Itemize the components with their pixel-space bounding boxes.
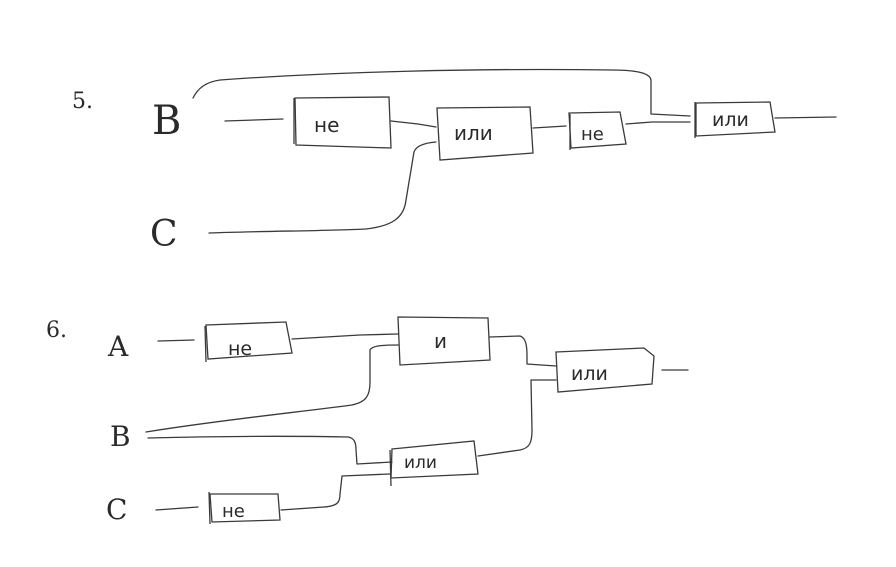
diagram-5-wire-or-to-not	[532, 125, 567, 129]
diagram-5-wire-not-to-or2	[625, 121, 691, 125]
diagram-5-wire-b-feedback	[192, 68, 691, 117]
diagram-6-input-c-label: C	[106, 493, 127, 526]
diagram-6-wire-b-to-and	[145, 344, 399, 433]
diagram-6-gate-and-label: и	[434, 329, 447, 353]
diagram-6-gate-and: и	[397, 316, 491, 366]
diagram-5-input-c-label: C	[150, 214, 178, 255]
diagram-5-wire-output	[774, 116, 837, 119]
diagram-6-wire-b-to-or-mid	[147, 435, 393, 465]
diagram-5-wire-c-to-or	[208, 141, 437, 234]
diagram-6: 6. A B C не и или или	[46, 316, 689, 526]
diagram-5-input-b-label: B	[152, 98, 181, 144]
diagram-6-wire-c-to-not	[155, 506, 199, 511]
diagram-6-gate-or-mid-label: или	[404, 453, 437, 473]
diagram-5-gate-or-2: или	[694, 101, 776, 138]
diagram-5-gate-or-1: или	[436, 106, 534, 161]
diagram-5-wire-b-to-not	[224, 118, 284, 122]
diagram-6-gate-not-a: не	[204, 321, 293, 363]
diagram-6-gate-not-c: не	[208, 491, 281, 525]
diagram-6-wire-and-to-or-top	[489, 335, 557, 367]
diagram-5-gate-not-1: не	[293, 96, 392, 149]
diagram-5-gate-or-1-label: или	[454, 121, 493, 145]
diagram-5: 5. B C не или не или	[72, 68, 837, 255]
diagram-6-input-a-label: A	[107, 330, 129, 363]
diagram-6-gate-not-c-label: не	[222, 501, 245, 522]
diagram-6-wire-not-c-to-or-mid	[280, 473, 391, 511]
diagram-6-number: 6.	[46, 318, 67, 343]
diagram-6-gate-or-top-label: или	[571, 363, 608, 385]
diagram-6-gate-or-top: или	[555, 347, 655, 393]
diagram-6-gate-not-a-label: не	[228, 338, 252, 360]
diagram-6-gate-or-mid: или	[389, 440, 479, 487]
diagram-5-gate-not-2-label: не	[581, 124, 604, 145]
diagram-6-wire-not-to-and	[291, 333, 399, 340]
diagram-5-wire-not-to-or	[390, 120, 437, 128]
diagram-5-gate-not-1-label: не	[314, 113, 339, 137]
diagram-5-gate-or-2-label: или	[712, 109, 749, 131]
diagram-5-number: 5.	[72, 89, 93, 114]
diagram-6-wire-or-mid-to-or-top	[477, 379, 557, 457]
diagram-6-wire-a-to-not	[157, 339, 195, 342]
diagram-6-input-b-label: B	[110, 420, 131, 453]
diagram-5-gate-not-2: не	[568, 111, 627, 150]
